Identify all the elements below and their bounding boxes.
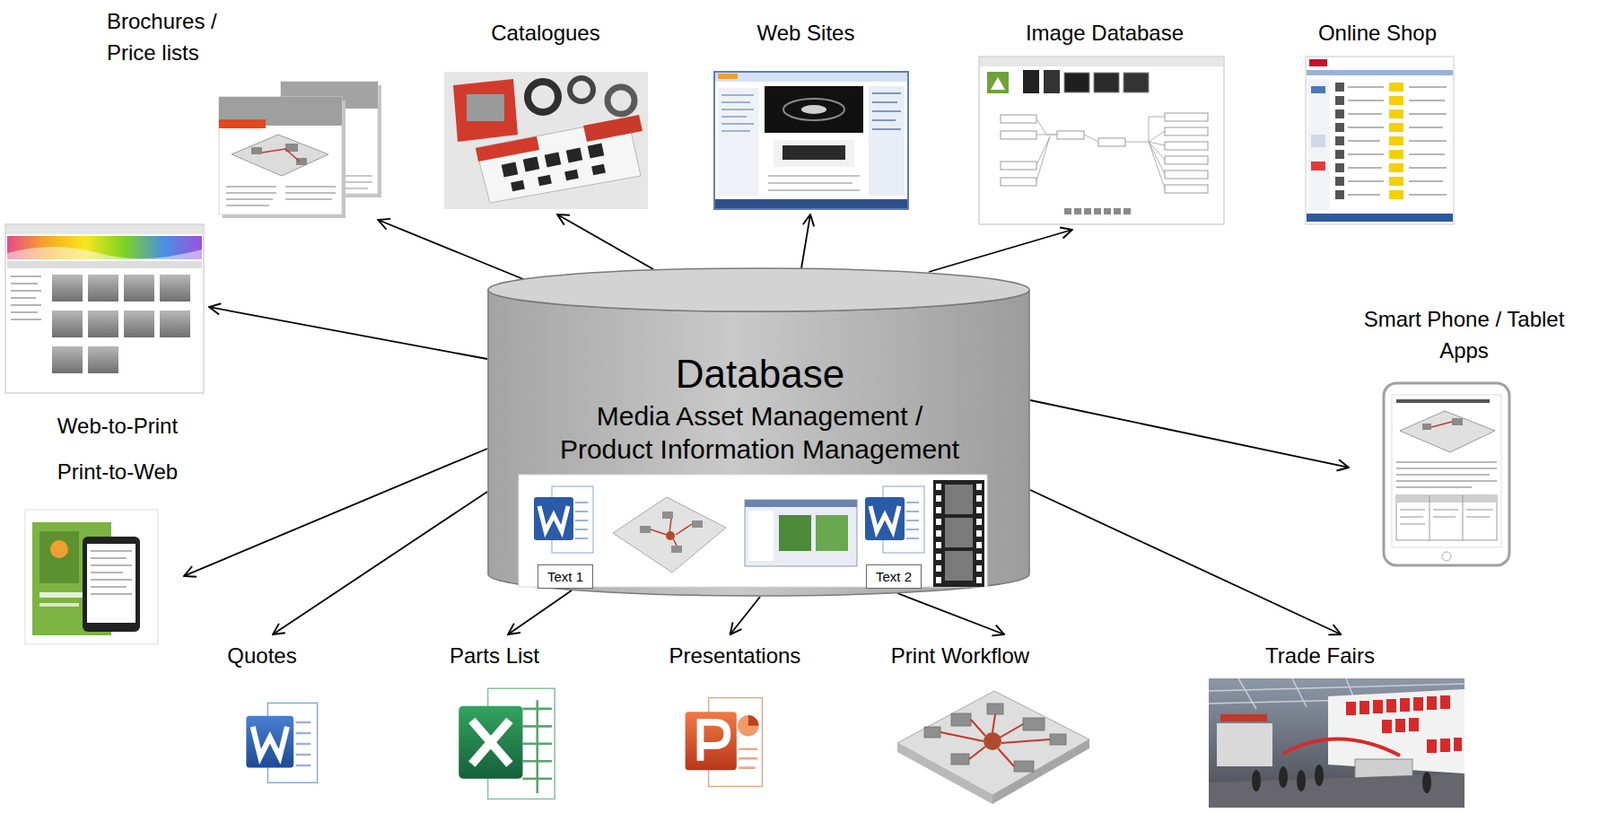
database-cylinder: DatabaseMedia Asset Management / Product…: [487, 267, 1031, 597]
output-channel: Parts List: [438, 634, 578, 812]
channel-picture: [1305, 56, 1454, 225]
channel-picture: [444, 71, 648, 210]
channel-picture: [1208, 678, 1465, 808]
image-database-screenshot: [979, 56, 1225, 225]
node-title: Print-to-Web: [56, 455, 179, 488]
channel-picture: [444, 683, 572, 806]
node-title: Web Sites: [756, 17, 856, 49]
output-channel: Web-to-Print: [0, 218, 210, 447]
node-subtitle: Media Asset Management / Product Informa…: [553, 399, 967, 466]
arrow-connector: [507, 590, 572, 635]
word-icon: [245, 702, 317, 783]
print-to-web-picture: [25, 509, 158, 645]
node-title: Quotes: [227, 639, 298, 672]
node-title: Presentations: [668, 639, 802, 672]
channel-picture: [5, 224, 204, 394]
channel-picture: [892, 678, 1093, 808]
node-title: Trade Fairs: [1265, 639, 1376, 672]
output-channel: Smart Phone / Tablet Apps: [1348, 297, 1581, 572]
print-workflow-picture: [897, 690, 1090, 805]
channel-picture: [218, 81, 378, 215]
node-title: Print Workflow: [890, 639, 1031, 672]
node-title: Web-to-Print: [56, 410, 179, 442]
channel-picture: [714, 71, 909, 210]
word-icon: [533, 486, 594, 553]
powerpoint-icon: [685, 698, 763, 787]
online-shop-screenshot: [1305, 56, 1454, 225]
output-channel: Brochures / Price lists: [101, 0, 384, 220]
node-title: Parts List: [448, 639, 541, 672]
arrow-connector: [209, 306, 488, 359]
arrow-connector: [730, 596, 761, 635]
word-icon: [865, 486, 925, 553]
output-channel: Catalogues: [438, 11, 654, 215]
excel-icon: [458, 688, 555, 799]
arrow-connector: [272, 491, 488, 635]
channel-picture: [232, 699, 333, 787]
node-title: Image Database: [1024, 17, 1185, 49]
output-channel: Print Workflow: [884, 634, 1098, 813]
brochure-picture: [218, 81, 382, 219]
arrow-connector: [1030, 400, 1349, 468]
website-screenshot: [714, 71, 909, 210]
icon-label: Text 1: [537, 564, 594, 589]
output-channel: Image Database: [973, 11, 1230, 230]
web-to-print-screenshot: [5, 224, 204, 394]
node-title: Smart Phone / Tablet Apps: [1354, 303, 1574, 367]
node-title: Brochures / Price lists: [106, 5, 242, 69]
channel-picture: [1382, 382, 1511, 567]
cylinder-outline: [487, 267, 1031, 597]
arrow-connector: [557, 214, 654, 270]
arrow-connector: [377, 219, 524, 280]
arrow-connector: [183, 448, 488, 577]
channel-picture: [673, 693, 776, 791]
output-channel: Quotes: [221, 634, 339, 792]
arrow-connector: [801, 214, 811, 269]
arrow-connector: [897, 593, 1005, 635]
node-title: Database: [674, 350, 846, 398]
output-channel: Online Shop: [1300, 11, 1460, 230]
node-title: Catalogues: [490, 17, 602, 49]
tablet-picture: [1383, 383, 1510, 566]
output-channel: Web Sites: [708, 11, 914, 215]
output-channel: Print-to-Web: [19, 450, 184, 650]
catalogue-photo: [444, 71, 648, 210]
output-channel: Trade Fairs: [1203, 634, 1470, 813]
arrow-connector: [928, 229, 1073, 272]
output-channel: Presentations: [663, 634, 807, 796]
channel-picture: [25, 509, 158, 645]
trade-fair-photo: [1208, 678, 1465, 808]
node-title: Online Shop: [1317, 17, 1438, 49]
arrow-connector: [1030, 489, 1341, 635]
icon-label: Text 2: [865, 564, 922, 589]
channel-picture: [979, 56, 1225, 225]
